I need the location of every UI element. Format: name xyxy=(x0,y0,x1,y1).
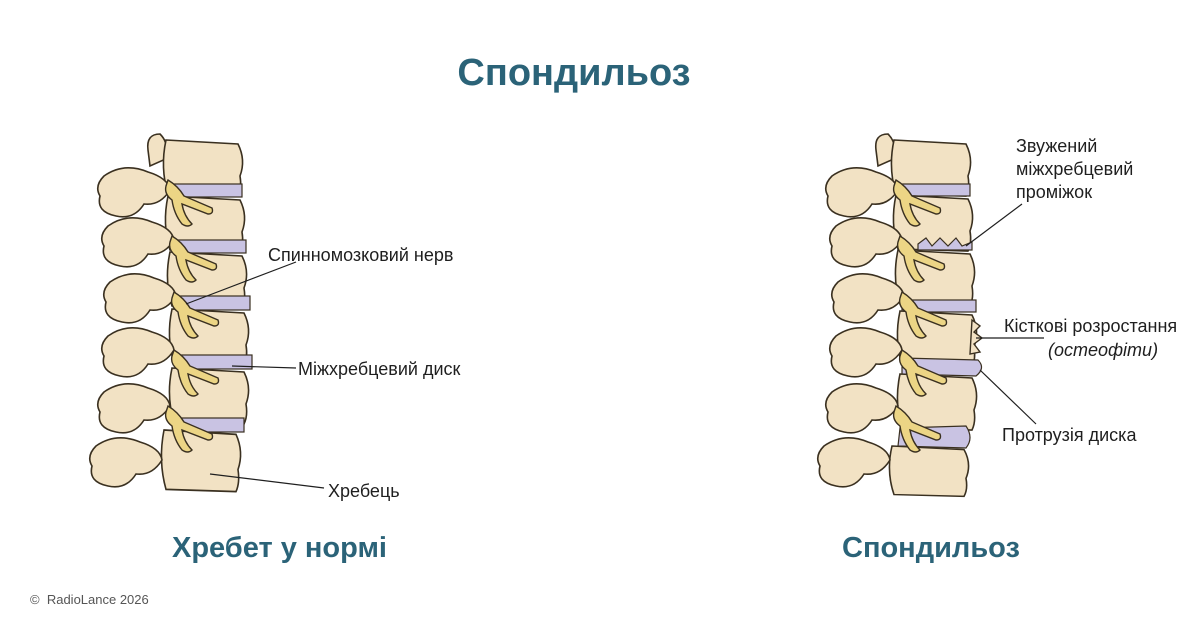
copyright-symbol: © xyxy=(30,592,40,607)
caption-normal-spine: Хребет у нормі xyxy=(172,532,387,564)
label-osteophytes: (остеофіти) xyxy=(1048,340,1159,360)
label-narrowed-line1: Звужений xyxy=(1016,136,1098,156)
label-bone-growths: Кісткові розростання xyxy=(1004,316,1178,336)
label-narrowed-line2: міжхребцевий xyxy=(1016,159,1134,179)
narrowed-disc xyxy=(917,237,973,251)
normal-spine xyxy=(88,133,325,493)
caption-spondylosis: Спондильоз xyxy=(842,532,1020,564)
spondylosis-spine xyxy=(816,133,1044,498)
normal-vertebra xyxy=(160,429,242,493)
osteophyte xyxy=(969,318,984,355)
leader-intervertebral-disc xyxy=(231,365,297,369)
leader-disc-protrusion xyxy=(979,369,1037,425)
label-vertebra: Хребець xyxy=(328,481,400,501)
leader-narrowed-space xyxy=(965,203,1023,247)
label-spinal-nerve: Спинномозковий нерв xyxy=(268,245,454,265)
page-title: Спондильоз xyxy=(457,52,691,94)
label-disc-protrusion: Протрузія диска xyxy=(1002,425,1137,445)
label-intervertebral-disc: Міжхребцевий диск xyxy=(298,359,461,379)
label-narrowed-line3: проміжок xyxy=(1016,182,1093,202)
leader-vertebra xyxy=(209,473,325,489)
copyright-notice: © RadioLance 2026 xyxy=(30,592,149,607)
copyright-text: RadioLance 2026 xyxy=(46,592,149,607)
leader-spinal-nerve xyxy=(185,261,297,305)
affected-vertebra xyxy=(888,445,970,498)
